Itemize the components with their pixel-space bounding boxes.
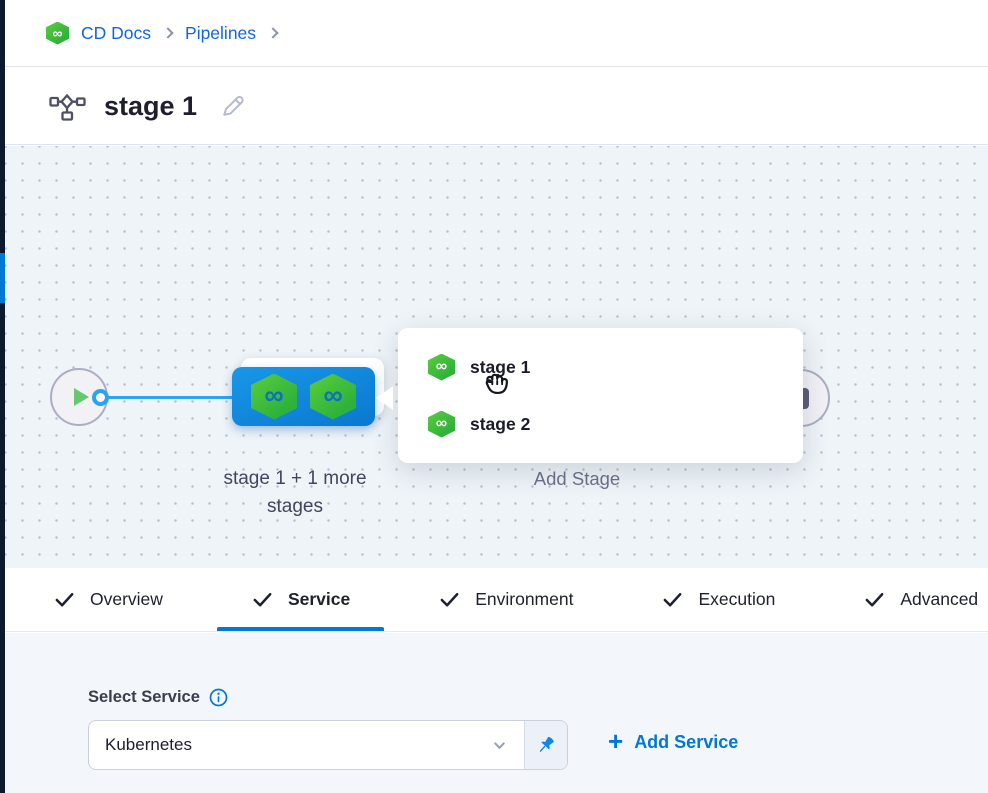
grab-cursor-icon xyxy=(485,373,508,395)
pin-service-button[interactable] xyxy=(524,721,567,769)
breadcrumb-cd-docs-link[interactable]: CD Docs xyxy=(81,22,152,43)
popup-arrow xyxy=(376,386,393,410)
collapsed-sidebar[interactable] xyxy=(0,0,5,793)
tab-overview[interactable]: Overview xyxy=(19,568,197,631)
add-stage-label[interactable]: Add Stage xyxy=(533,468,621,489)
check-icon xyxy=(865,592,884,607)
stage-list-popup: ∞ stage 1 ∞ stage 2 xyxy=(398,328,803,463)
stage-icon: ∞ xyxy=(310,373,356,420)
chevron-down-icon xyxy=(494,741,505,749)
infinity-glyph: ∞ xyxy=(264,379,284,410)
pipeline-edge xyxy=(107,396,233,399)
tab-environment[interactable]: Environment xyxy=(404,568,607,631)
infinity-glyph: ∞ xyxy=(52,25,63,41)
play-icon xyxy=(74,388,89,406)
service-select[interactable]: Kubernetes xyxy=(89,721,524,769)
check-icon xyxy=(664,592,682,607)
popup-item-stage-1[interactable]: ∞ stage 1 xyxy=(398,344,803,390)
check-icon xyxy=(440,592,459,607)
service-select-group: Kubernetes xyxy=(88,720,568,770)
pipeline-icon xyxy=(49,93,86,121)
harness-logo-icon: ∞ xyxy=(46,21,69,45)
infinity-glyph: ∞ xyxy=(435,358,448,375)
popup-item-label: stage 1 xyxy=(470,356,531,377)
page-title: stage 1 xyxy=(104,90,198,121)
plus-icon: + xyxy=(608,726,624,756)
select-service-label: Select Service xyxy=(88,688,200,706)
pipeline-canvas[interactable]: ∞ ∞ ∞ stage 1 ∞ stage 2 stage 1 + 1 more… xyxy=(5,146,988,568)
stage-icon: ∞ xyxy=(428,410,455,438)
tab-execution[interactable]: Execution xyxy=(627,568,809,631)
chevron-right-icon xyxy=(162,27,174,39)
sidebar-active-indicator xyxy=(0,253,5,303)
add-service-button[interactable]: + Add Service xyxy=(608,726,739,756)
tab-label: Advanced xyxy=(900,589,979,609)
add-service-label: Add Service xyxy=(634,731,739,752)
chevron-right-icon xyxy=(267,27,279,39)
stage-group-node[interactable]: ∞ ∞ xyxy=(232,367,375,426)
stage-icon: ∞ xyxy=(428,353,455,381)
service-panel: Select Service Kubernetes + Add Service xyxy=(5,633,988,793)
edge-connector-dot[interactable] xyxy=(92,389,109,406)
stage-node-caption: stage 1 + 1 more stages xyxy=(223,468,367,517)
popup-item-label: stage 2 xyxy=(470,413,531,434)
breadcrumb-pipelines-link[interactable]: Pipelines xyxy=(185,22,257,43)
tab-service[interactable]: Service xyxy=(216,568,385,631)
infinity-glyph: ∞ xyxy=(435,415,448,432)
service-select-value: Kubernetes xyxy=(105,735,192,754)
popup-item-stage-2[interactable]: ∞ stage 2 xyxy=(398,401,803,447)
stage-icon: ∞ xyxy=(251,373,297,420)
breadcrumb: ∞ CD Docs Pipelines xyxy=(5,0,988,67)
edit-pencil-icon[interactable] xyxy=(219,92,247,120)
check-icon xyxy=(253,592,272,607)
infinity-glyph: ∞ xyxy=(323,379,343,410)
tab-advanced[interactable]: Advanced xyxy=(829,568,988,631)
info-icon[interactable] xyxy=(209,688,228,707)
tab-label: Service xyxy=(287,589,351,609)
stage-title-bar: stage 1 xyxy=(5,68,988,145)
tab-label: Environment xyxy=(475,589,574,609)
pin-icon xyxy=(539,736,554,752)
stage-tab-bar: Overview Service Environment Execution A… xyxy=(5,568,988,632)
tab-label: Execution xyxy=(698,589,776,609)
check-icon xyxy=(55,592,74,607)
tab-label: Overview xyxy=(90,589,163,609)
